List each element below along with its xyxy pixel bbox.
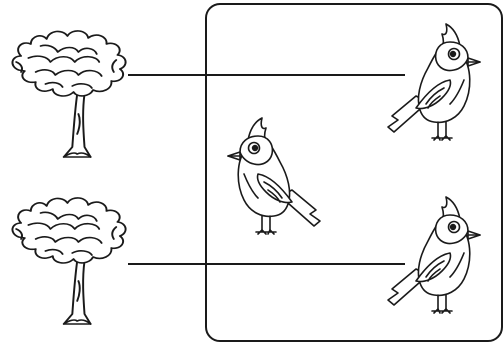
tree-icon <box>11 29 127 158</box>
tree-icon <box>11 196 127 325</box>
